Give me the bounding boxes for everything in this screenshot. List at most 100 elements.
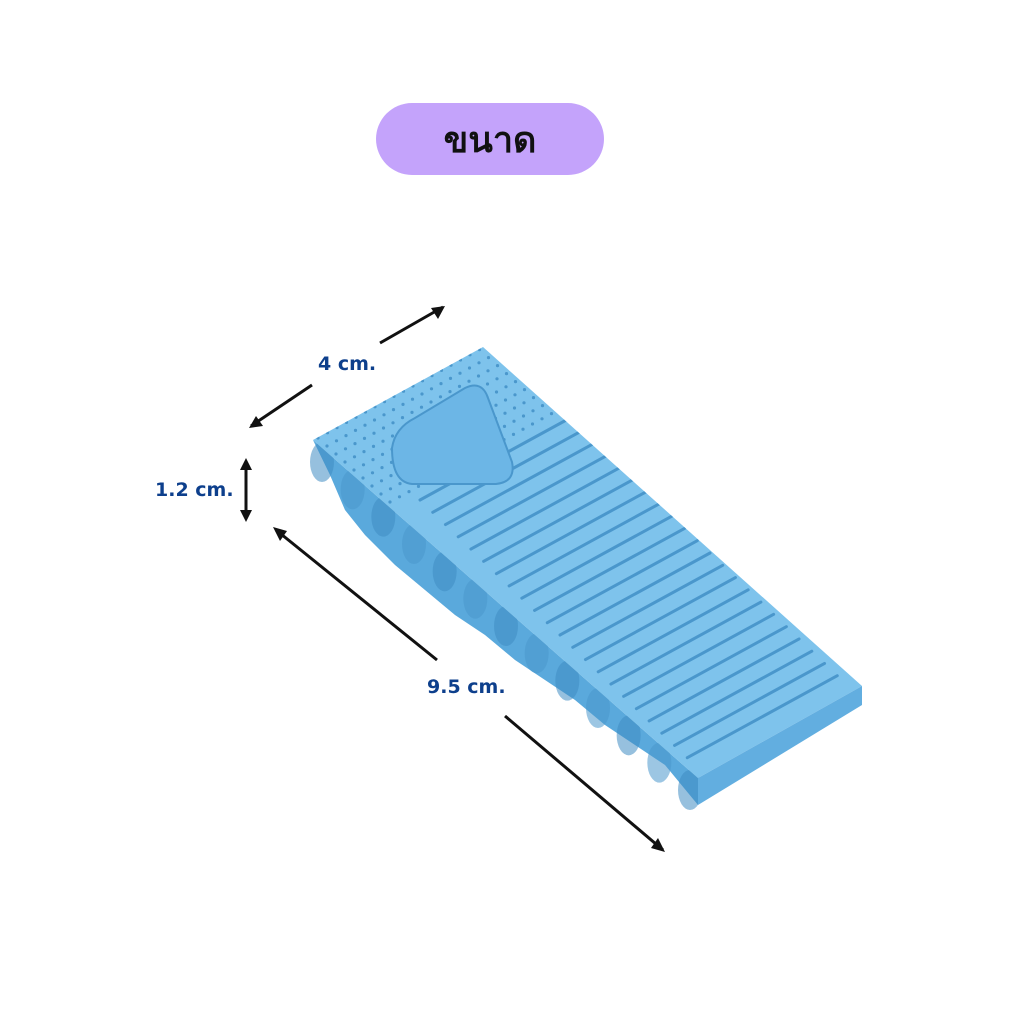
texture-dot — [457, 384, 462, 388]
texture-dot — [334, 439, 339, 443]
texture-dot — [380, 466, 384, 470]
texture-dot — [325, 444, 329, 448]
texture-dot — [381, 439, 385, 443]
texture-dot — [513, 380, 518, 384]
texture-dot — [420, 379, 425, 383]
texture-dot — [531, 396, 536, 400]
texture-ridge — [609, 600, 763, 686]
texture-ridge — [482, 477, 636, 563]
scallop-groove — [463, 578, 488, 619]
texture-dot — [380, 452, 385, 456]
texture-dot — [389, 474, 393, 478]
width-arrow-lower — [250, 383, 313, 428]
texture-dot — [502, 424, 507, 428]
scallop-groove — [678, 770, 702, 810]
texture-dot — [521, 427, 525, 431]
texture-dot — [391, 421, 395, 425]
texture-dot — [494, 390, 499, 394]
texture-ridge — [596, 588, 750, 674]
texture-dot — [372, 431, 376, 435]
texture-dot — [353, 428, 358, 432]
product-ridges — [418, 416, 839, 760]
scallop-groove — [555, 660, 580, 701]
product-end-face — [698, 686, 862, 805]
texture-dot — [334, 452, 338, 456]
scallop-groove — [524, 633, 549, 674]
texture-dot — [468, 353, 472, 357]
texture-dot — [370, 471, 375, 475]
texture-dot — [495, 364, 500, 368]
length-arrow-upper — [275, 528, 438, 662]
arrowhead-icon — [240, 458, 252, 470]
texture-ridge — [545, 539, 699, 625]
length-label: 9.5 cm. — [427, 676, 506, 698]
arrowhead-icon — [240, 510, 252, 522]
texture-ridge — [647, 637, 801, 723]
texture-dot — [397, 495, 402, 499]
texture-dot — [416, 484, 421, 488]
title-badge: ขนาด — [376, 103, 604, 175]
texture-dot — [370, 484, 374, 488]
texture-ridge — [558, 551, 712, 637]
texture-dot — [485, 382, 490, 386]
texture-dot — [439, 368, 444, 372]
texture-dot — [522, 388, 527, 392]
length-arrow-lower — [504, 714, 664, 852]
texture-dot — [354, 415, 358, 419]
texture-dot — [522, 401, 526, 405]
texture-dot — [362, 436, 367, 440]
arrow-heads — [240, 306, 665, 852]
arrowhead-icon — [431, 306, 445, 319]
texture-dot — [476, 374, 481, 378]
texture-dot — [531, 409, 535, 413]
arrowhead-icon — [249, 416, 263, 428]
width-label: 4 cm. — [318, 353, 377, 375]
texture-ridge — [622, 612, 776, 698]
texture-dot — [512, 406, 517, 410]
texture-dot — [467, 379, 471, 383]
height-label: 1.2 cm. — [155, 479, 234, 501]
texture-dot — [430, 374, 434, 378]
texture-dot — [504, 385, 508, 389]
texture-dot — [549, 412, 554, 416]
texture-dot — [486, 356, 491, 360]
texture-dot — [379, 479, 384, 483]
texture-dot — [316, 436, 320, 440]
texture-dot — [503, 411, 507, 415]
texture-dot — [398, 482, 402, 486]
texture-ridge — [469, 465, 623, 551]
texture-dot — [521, 414, 526, 418]
title-text: ขนาด — [443, 119, 537, 161]
texture-dot — [382, 413, 386, 417]
texture-dot — [448, 376, 453, 380]
texture-dot — [388, 500, 392, 504]
texture-dot — [382, 400, 387, 404]
texture-dot — [449, 363, 453, 367]
texture-dot — [373, 405, 377, 409]
texture-dot — [353, 442, 357, 446]
texture-dot — [344, 420, 349, 424]
texture-dot — [391, 408, 396, 412]
texture-dot — [411, 384, 415, 388]
texture-dot — [410, 410, 414, 414]
texture-dot — [363, 423, 367, 427]
texture-dot — [429, 400, 433, 404]
texture-ridge — [533, 526, 687, 612]
texture-dot — [410, 397, 415, 401]
texture-ridge — [634, 625, 788, 711]
texture-dot — [400, 416, 405, 420]
texture-dot — [420, 392, 424, 396]
texture-dot — [371, 458, 375, 462]
arrowhead-icon — [273, 527, 287, 541]
texture-dot — [503, 398, 508, 402]
texture-dot — [325, 431, 330, 435]
texture-dot — [379, 492, 383, 496]
texture-ridge — [660, 649, 814, 735]
texture-dot — [530, 422, 535, 426]
texture-dot — [371, 444, 376, 448]
scallop-groove — [616, 715, 641, 756]
texture-ridge — [673, 661, 827, 747]
texture-dot — [504, 372, 509, 376]
texture-dot — [512, 419, 516, 423]
